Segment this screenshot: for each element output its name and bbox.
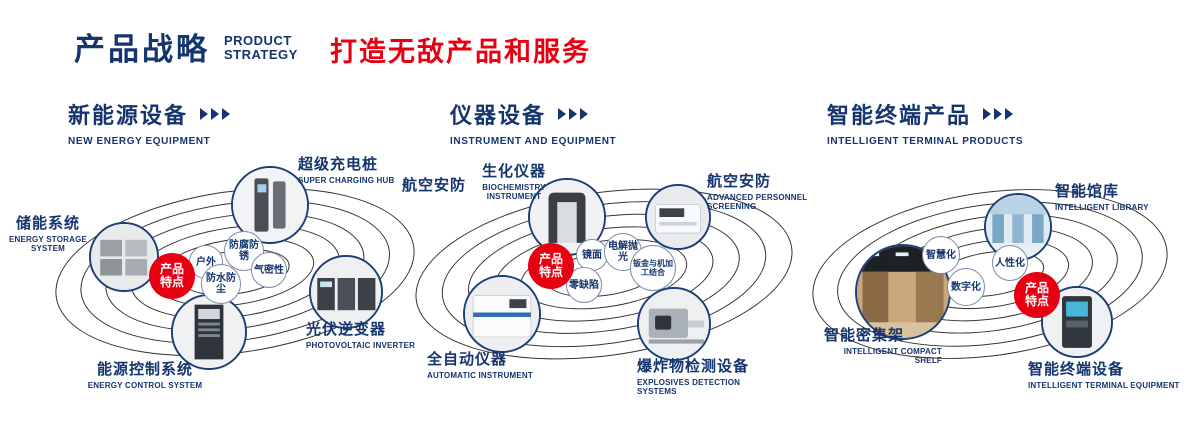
feature-bubble-digital: 数字化 [947, 268, 985, 306]
product-circle-personnel-screening [645, 184, 711, 250]
triple-arrow-icon [558, 108, 592, 120]
label-biochemistry: 生化仪器 BIOCHEMISTRY INSTRUMENT [468, 160, 560, 201]
section-header-new-energy: 新能源设备 NEW ENERGY EQUIPMENT [68, 98, 234, 147]
product-circle-energy-storage [89, 222, 159, 292]
section-header-intelligent-terminal: 智能终端产品 INTELLIGENT TERMINAL PRODUCTS [827, 98, 1023, 147]
label-energy-control-en: ENERGY CONTROL SYSTEM [87, 381, 203, 390]
feature-badge-intelligent-terminal: 产品特点 [1014, 272, 1060, 318]
explosives-detection-image [639, 289, 709, 359]
terminal-equipment-image [1043, 288, 1111, 356]
product-circle-energy-control [171, 294, 247, 370]
section-header-instrument: 仪器设备 INSTRUMENT AND EQUIPMENT [450, 98, 616, 147]
triple-arrow-icon [200, 108, 234, 120]
energy-control-image [173, 296, 245, 368]
page-slogan: 打造无敌产品和服务 [330, 37, 591, 67]
label-intelligent-library-zh: 智能馆库 [1055, 183, 1120, 200]
feature-badge-text: 产品特点 [159, 262, 184, 289]
label-personnel-screening: 航空安防 ADVANCED PERSONNEL SCREENING [707, 170, 819, 211]
label-aviation-security-side: 航空安防 [402, 174, 466, 195]
label-pv-inverter-en: PHOTOVOLTAIC INVERTER [306, 341, 416, 350]
feature-bubble-smart: 智慧化 [922, 236, 960, 274]
section-title-new-energy: 新能源设备 [68, 103, 189, 128]
label-charging-hub: 超级充电桩 SUPER CHARGING HUB [298, 153, 418, 185]
page-title-english: PRODUCT STRATEGY [224, 34, 298, 62]
label-aviation-security-side-zh: 航空安防 [402, 177, 467, 194]
label-terminal-equipment-en: INTELLIGENT TERMINAL EQUIPMENT [1028, 381, 1180, 390]
label-biochemistry-en: BIOCHEMISTRY INSTRUMENT [482, 183, 546, 201]
label-pv-inverter-zh: 光伏逆变器 [306, 321, 387, 338]
label-terminal-equipment-zh: 智能终端设备 [1028, 361, 1125, 378]
feature-bubble-waterproof: 防水防尘 [201, 264, 241, 304]
product-circle-pv-inverter [309, 255, 383, 329]
label-energy-control: 能源控制系统 ENERGY CONTROL SYSTEM [80, 358, 210, 390]
label-explosives-detection-en: EXPLOSIVES DETECTION SYSTEMS [637, 378, 741, 396]
feature-bubble-sheetmetal-machining: 钣金与机加工结合 [630, 245, 676, 291]
label-pv-inverter: 光伏逆变器 PHOTOVOLTAIC INVERTER [306, 318, 426, 350]
triple-arrow-icon [983, 108, 1017, 120]
label-terminal-equipment: 智能终端设备 INTELLIGENT TERMINAL EQUIPMENT [1028, 358, 1183, 390]
label-charging-hub-zh: 超级充电桩 [298, 156, 379, 173]
label-energy-control-zh: 能源控制系统 [96, 361, 193, 378]
label-charging-hub-en: SUPER CHARGING HUB [298, 176, 395, 185]
label-automatic-instrument-zh: 全自动仪器 [427, 351, 508, 368]
product-circle-explosives-detection [637, 287, 711, 361]
label-automatic-instrument: 全自动仪器 AUTOMATIC INSTRUMENT [427, 348, 547, 380]
section-title-instrument: 仪器设备 [450, 103, 547, 128]
automatic-instrument-image [465, 277, 539, 351]
personnel-screening-image [647, 186, 709, 248]
label-compact-shelf-zh: 智能密集架 [824, 327, 905, 344]
product-circle-automatic-instrument [463, 275, 541, 353]
label-explosives-detection-zh: 爆炸物检测设备 [637, 358, 750, 375]
label-intelligent-library-en: INTELLIGENT LIBRARY [1055, 203, 1149, 212]
page-title-english-line1: PRODUCT [224, 33, 292, 48]
page-title: 产品战略 [74, 32, 210, 67]
feature-badge-text: 产品特点 [538, 252, 563, 279]
section-subtitle-instrument: INSTRUMENT AND EQUIPMENT [450, 136, 617, 147]
feature-bubble-airtight: 气密性 [251, 252, 287, 288]
feature-badge-new-energy: 产品特点 [149, 253, 195, 299]
label-intelligent-library: 智能馆库 INTELLIGENT LIBRARY [1055, 180, 1165, 212]
label-automatic-instrument-en: AUTOMATIC INSTRUMENT [427, 371, 533, 380]
label-biochemistry-zh: 生化仪器 [481, 163, 546, 180]
feature-badge-instrument: 产品特点 [528, 243, 574, 289]
label-energy-storage-zh: 储能系统 [15, 215, 80, 232]
label-compact-shelf: 智能密集架 INTELLIGENT COMPACT SHELF [824, 324, 942, 365]
energy-storage-image [91, 224, 157, 290]
feature-bubble-humanized: 人性化 [992, 245, 1028, 281]
section-title-intelligent-terminal: 智能终端产品 [827, 103, 972, 128]
pv-inverter-image [311, 257, 381, 327]
charging-hub-image [233, 168, 307, 242]
section-subtitle-intelligent-terminal: INTELLIGENT TERMINAL PRODUCTS [827, 136, 1024, 147]
label-explosives-detection: 爆炸物检测设备 EXPLOSIVES DETECTION SYSTEMS [637, 355, 782, 396]
section-subtitle-new-energy: NEW ENERGY EQUIPMENT [68, 136, 211, 147]
label-compact-shelf-en: INTELLIGENT COMPACT SHELF [843, 347, 942, 365]
label-energy-storage: 储能系统 ENERGY STORAGE SYSTEM [2, 212, 94, 253]
label-personnel-screening-en: ADVANCED PERSONNEL SCREENING [707, 193, 808, 211]
feature-bubble-mirror: 镜面 [576, 239, 608, 271]
feature-badge-text: 产品特点 [1024, 281, 1049, 308]
page-title-english-line2: STRATEGY [224, 47, 298, 62]
label-personnel-screening-zh: 航空安防 [707, 173, 772, 190]
product-circle-terminal-equipment [1041, 286, 1113, 358]
label-energy-storage-en: ENERGY STORAGE SYSTEM [8, 235, 88, 253]
